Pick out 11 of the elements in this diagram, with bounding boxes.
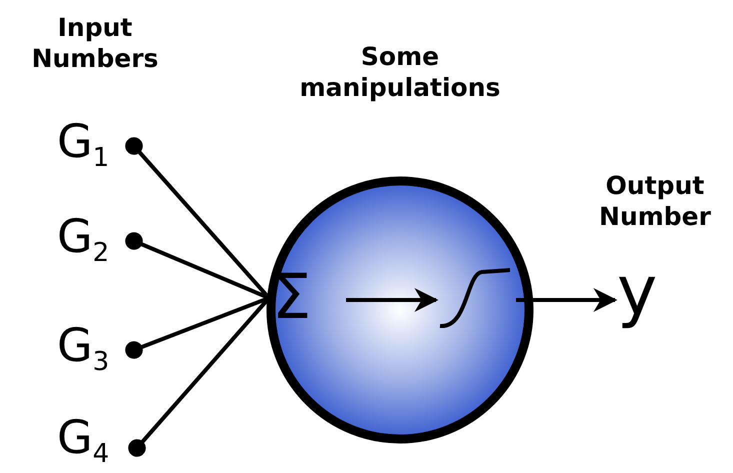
arrow xyxy=(346,288,438,312)
input-variable: G$_{1}$ xyxy=(57,118,110,171)
label: Input Numbers xyxy=(30,12,160,74)
output-variable: y xyxy=(617,258,658,326)
node-heading: Some manipulations xyxy=(298,41,502,104)
input-variable: G$_{4}$ xyxy=(57,414,110,467)
sum-symbol: Σ xyxy=(272,266,312,328)
input-variable: G$_{2}$ xyxy=(57,213,110,266)
arrow xyxy=(516,288,618,312)
input-variable: G$_{3}$ xyxy=(57,322,110,375)
label: Output Number xyxy=(598,170,712,232)
